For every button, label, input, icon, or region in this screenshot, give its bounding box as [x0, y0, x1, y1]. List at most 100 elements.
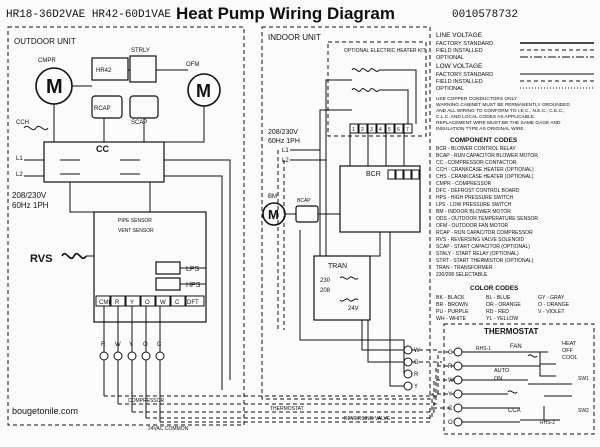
heater-element-icon [351, 68, 380, 92]
svg-text:Y: Y [414, 384, 418, 390]
svg-text:CMP: CMP [99, 300, 112, 306]
vent-sensor-label: VENT SENSOR [118, 228, 154, 234]
part-number: 0010578732 [452, 9, 518, 21]
footer-common-label: 24VAC COMMON [148, 426, 189, 432]
svg-text:W: W [160, 300, 166, 306]
hr42-label: HR42 [96, 68, 112, 74]
thermostat-cool-label: COOL [562, 355, 578, 361]
svg-text:W: W [448, 378, 454, 384]
legend-low-factory: FACTORY STANDARD [436, 72, 493, 78]
svg-text:BK - BLACK: BK - BLACK [436, 295, 465, 301]
indoor-supply-line2: 60Hz 1PH [268, 138, 300, 145]
svg-text:BM - INDOOR BLOWER MOTOR: BM - INDOOR BLOWER MOTOR [436, 209, 511, 215]
indoor-supply-line1: 208/230V [268, 129, 298, 136]
svg-text:230/208 SELECTABLE: 230/208 SELECTABLE [436, 272, 488, 278]
optional-heater-label: OPTIONAL ELECTRIC HEATER KIT [344, 48, 426, 54]
component-codes-title: COMPONENT CODES [450, 137, 518, 144]
svg-text:7: 7 [406, 127, 409, 133]
svg-text:SCAP - START CAPACITOR (OPTION: SCAP - START CAPACITOR (OPTIONAL) [436, 244, 530, 250]
transformer-coil-icon [339, 276, 359, 302]
svg-text:STALY - START RELAY (OPTIONAL): STALY - START RELAY (OPTIONAL) [436, 251, 519, 257]
svg-text:CHS - CRANKCASE HEATER (OPTION: CHS - CRANKCASE HEATER (OPTIONAL) [436, 174, 534, 180]
svg-text:W: W [414, 348, 420, 354]
color-codes: COLOR CODES BK - BLACK BL - BLUE GY - GR… [436, 285, 570, 322]
thermostat-border [443, 323, 595, 435]
lps-label: LPS [186, 266, 200, 273]
rvs-label: RVS [30, 253, 52, 265]
indoor-unit-border [261, 26, 431, 400]
svg-text:O: O [448, 420, 453, 426]
cch-label: CCH [16, 120, 29, 126]
legend-line-optional: OPTIONAL [436, 55, 464, 61]
svg-text:G: G [448, 350, 453, 356]
svg-text:Y: Y [130, 300, 134, 306]
pipe-sensor-label: PIPE SENSOR [118, 218, 152, 224]
rvs-coil-icon [61, 252, 87, 260]
svg-text:C: C [448, 406, 453, 412]
svg-text:HPS - HIGH PRESSURE SWITCH: HPS - HIGH PRESSURE SWITCH [436, 195, 514, 201]
legend-line-factory: FACTORY STANDARD [436, 41, 493, 47]
legend: LINE VOLTAGE FACTORY STANDARD FIELD INST… [436, 32, 594, 92]
warning-notes: USE COPPER CONDUCTORS ONLY WARNING CABIN… [436, 96, 570, 132]
footer-compressor-label: COMPRESSOR [128, 398, 165, 404]
svg-text:BL - BLUE: BL - BLUE [486, 295, 511, 301]
svg-text:OR - ORANGE: OR - ORANGE [486, 302, 521, 308]
svg-text:R: R [448, 364, 453, 370]
svg-text:CMPR - COMPRESSOR: CMPR - COMPRESSOR [436, 181, 492, 187]
svg-text:WH - WHITE: WH - WHITE [436, 316, 467, 322]
legend-low-optional: OPTIONAL [436, 86, 464, 92]
legend-low-voltage: LOW VOLTAGE [436, 63, 483, 70]
heater-terminal-strip: 1 2 3 4 5 6 7 [349, 123, 413, 134]
bcap-label: BCAP [297, 198, 311, 204]
blower-m-label: M [268, 207, 279, 222]
indoor-l2-label: L2 [282, 158, 289, 164]
outdoor-supply-line1: 208/230V [12, 191, 47, 200]
color-codes-title: COLOR CODES [470, 285, 519, 292]
thermostat-terminals: G R W Y C O [448, 347, 463, 427]
svg-text:CC - COMPRESSOR CONTACTOR: CC - COMPRESSOR CONTACTOR [436, 160, 517, 166]
bcap-capacitor [295, 205, 319, 223]
diagram-title: Heat Pump Wiring Diagram [176, 4, 395, 23]
hps-switch [155, 277, 181, 291]
source-watermark: bougetonile.com [12, 406, 78, 416]
svg-text:RCAP - RUN CAPACITOR COMPRESSO: RCAP - RUN CAPACITOR COMPRESSOR [436, 230, 533, 236]
rhs1-label: RHS-1 [476, 346, 491, 352]
legend-line-voltage: LINE VOLTAGE [436, 32, 483, 39]
thermostat-on-label: ON [494, 376, 502, 382]
outdoor-l2-label: L2 [16, 172, 23, 178]
footer-reversing-label: REVERSING VALVE [344, 416, 391, 422]
rhs2-label: RHS-2 [540, 420, 555, 426]
svg-text:DFT: DFT [187, 300, 199, 306]
svg-text:USE COPPER CONDUCTORS ONLY: USE COPPER CONDUCTORS ONLY [436, 96, 518, 102]
svg-text:O: O [145, 300, 150, 306]
outdoor-unit-border [7, 26, 245, 426]
tran-230-label: 230 [320, 278, 331, 284]
tran-24v-label: 24V [348, 306, 359, 312]
indoor-wiring [277, 69, 417, 387]
sw2-label: SW2 [578, 408, 589, 414]
thermostat-heat-label: HEAT [562, 341, 577, 347]
tran-label: TRAN [328, 263, 347, 270]
field-wiring [104, 349, 454, 423]
footer-thermostat-label: THERMOSTAT [270, 406, 304, 412]
contactor-contacts [60, 159, 140, 175]
optional-heater-kit-border [327, 41, 427, 137]
svg-text:RVS - REVERSING VALVE SOLENOID: RVS - REVERSING VALVE SOLENOID [436, 237, 524, 243]
svg-text:OFM - OUTDOOR FAN MOTOR: OFM - OUTDOOR FAN MOTOR [436, 223, 509, 229]
rcap-capacitor [91, 95, 123, 119]
svg-text:TRAN - TRANSFORMER: TRAN - TRANSFORMER [436, 265, 493, 271]
legend-line-field: FIELD INSTALLED [436, 48, 483, 54]
lps-switch [155, 261, 181, 275]
sw1-label: SW1 [578, 376, 589, 382]
svg-text:INSULATION TYPE AS ORIGINAL WI: INSULATION TYPE AS ORIGINAL WIRE. [436, 126, 525, 132]
transformer [313, 255, 371, 321]
scap-label: SCAP [131, 120, 147, 126]
svg-text:ODS - OUTDOOR TEMPERATURE SENS: ODS - OUTDOOR TEMPERATURE SENSOR [436, 216, 538, 222]
svg-text:4: 4 [379, 127, 382, 133]
strly-label: STRLY [131, 48, 150, 54]
thermostat-terminal-wiring [462, 351, 540, 423]
start-relay [91, 57, 129, 81]
svg-text:R: R [115, 300, 120, 306]
svg-text:YL - YELLOW: YL - YELLOW [486, 316, 518, 322]
